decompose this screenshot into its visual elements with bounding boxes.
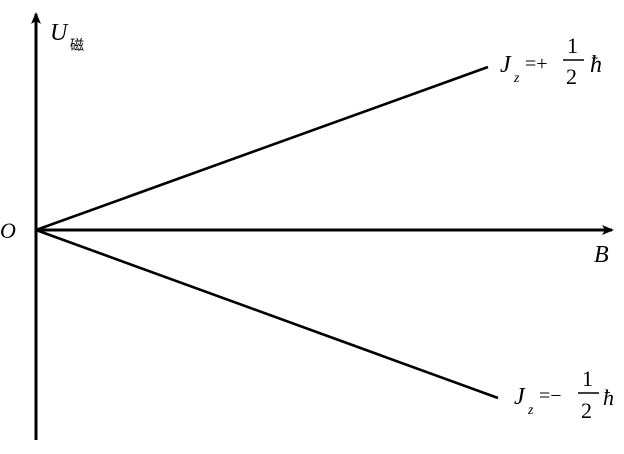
- lower-label-constant: ħ: [603, 385, 614, 410]
- upper-label-relation: =+: [525, 53, 548, 75]
- upper-label-constant: ħ: [590, 52, 602, 78]
- lower-fraction-denominator: 2: [581, 398, 592, 423]
- y-axis-label: U: [50, 20, 69, 46]
- origin-label: O: [0, 218, 16, 243]
- y-axis-subscript: 磁: [70, 38, 84, 54]
- lower-label-relation: =−: [539, 385, 562, 407]
- upper-label-subscript: z: [513, 71, 520, 86]
- lower-line-label: J z =− 1 2 ħ: [514, 366, 614, 423]
- lower-label-subscript: z: [527, 403, 534, 418]
- lower-energy-line: [35, 228, 499, 400]
- lower-fraction-numerator: 1: [582, 366, 593, 391]
- upper-energy-line: [35, 65, 489, 232]
- upper-label-symbol: J: [500, 52, 512, 78]
- upper-fraction-numerator: 1: [567, 33, 578, 58]
- upper-line-label: J z =+ 1 2 ħ: [500, 33, 602, 89]
- lower-label-symbol: J: [514, 384, 526, 410]
- x-axis-label: B: [594, 242, 609, 268]
- upper-fraction-denominator: 2: [566, 64, 577, 89]
